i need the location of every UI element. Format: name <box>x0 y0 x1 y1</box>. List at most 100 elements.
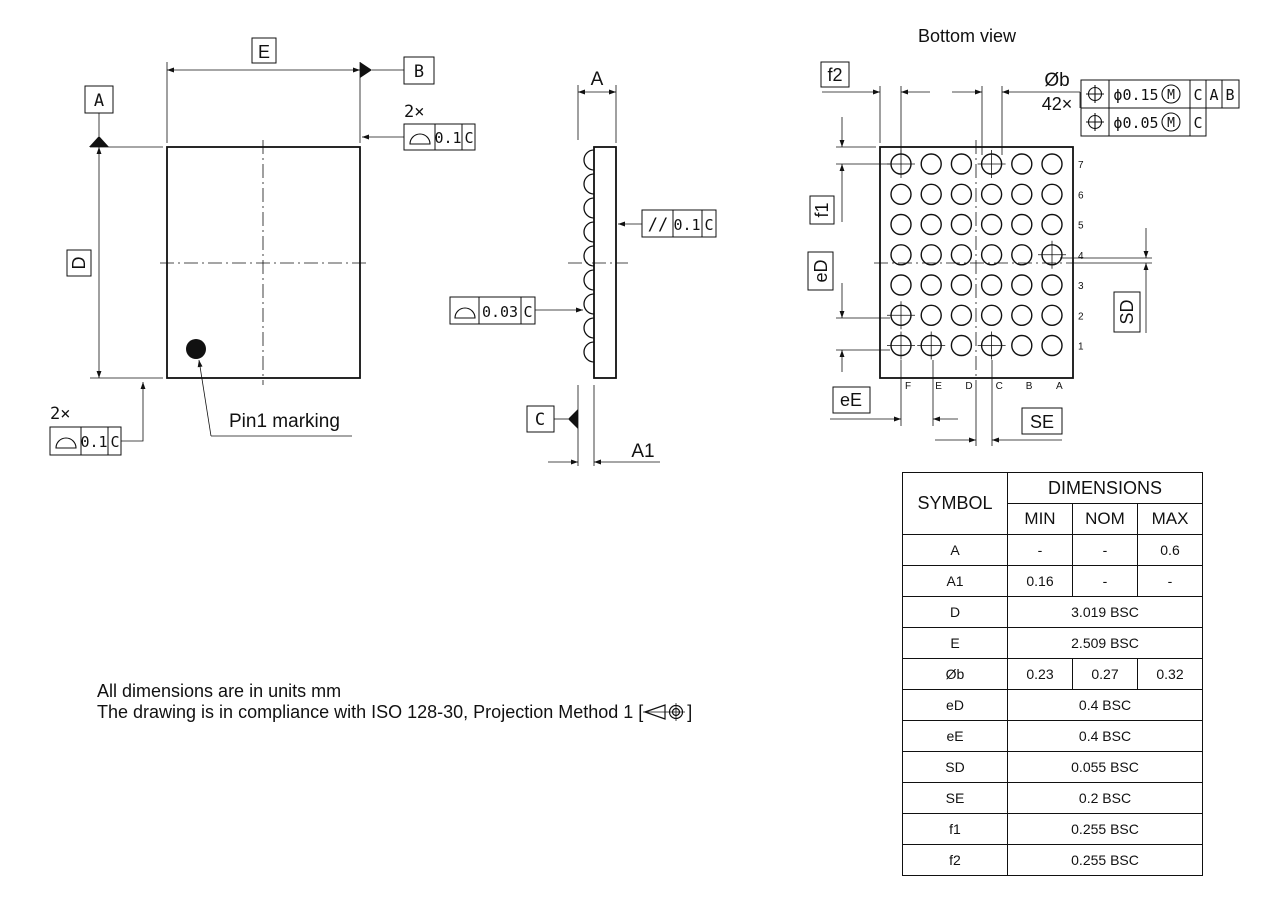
side-view <box>449 85 717 466</box>
column-label: D <box>965 381 972 392</box>
package-outline-bottom <box>879 146 1074 379</box>
solder-ball <box>950 274 973 296</box>
note-iso: The drawing is in compliance with ISO 12… <box>97 702 692 723</box>
symbol-cell: eE <box>902 720 1008 752</box>
symbol-cell: f1 <box>902 813 1008 845</box>
package-outline-top <box>166 146 361 379</box>
value-cell: 0.2 BSC <box>1007 782 1203 814</box>
value-cell: 2.509 BSC <box>1007 627 1203 659</box>
position-tolerance-1-ref-c: C <box>1193 86 1202 104</box>
solder-ball <box>920 244 942 266</box>
pin1-label: Pin1 marking <box>229 411 340 432</box>
row-label: 2 <box>1078 311 1084 322</box>
solder-ball <box>1011 304 1033 326</box>
solder-ball <box>980 183 1003 206</box>
solder-ball <box>950 183 973 206</box>
solder-ball <box>1011 183 1033 206</box>
solder-ball <box>1011 274 1033 296</box>
dim-label-f2: f2 <box>827 65 842 85</box>
projection-symbol-icon <box>643 703 686 721</box>
parallelism-value: 0.1 <box>673 216 700 234</box>
dim-label-SE: SE <box>1030 412 1054 432</box>
solder-ball <box>920 304 942 326</box>
symbol-cell: eD <box>902 689 1008 721</box>
max-header: MAX <box>1137 503 1203 535</box>
min-cell: - <box>1007 534 1073 566</box>
value-cell: 0.4 BSC <box>1007 689 1203 721</box>
solder-ball <box>980 274 1003 296</box>
solder-ball <box>890 213 912 236</box>
solder-ball <box>980 213 1003 236</box>
position-tolerance-1-ref-a: A <box>1209 86 1218 104</box>
solder-ball <box>1041 183 1063 206</box>
row-label: 7 <box>1078 160 1084 171</box>
coplanarity-ref: C <box>523 303 532 321</box>
column-label: F <box>905 381 911 392</box>
nom-cell: 0.27 <box>1072 658 1138 690</box>
datum-triangle-C <box>568 409 578 429</box>
count-2x-right: 2× <box>404 102 424 122</box>
min-cell: 0.23 <box>1007 658 1073 690</box>
coplanarity-value: 0.03 <box>482 303 518 321</box>
parallelism-ref: C <box>704 216 713 234</box>
dim-label-A1: A1 <box>631 441 654 462</box>
dim-label-E: E <box>258 42 270 62</box>
solder-ball <box>1041 334 1063 357</box>
dim-label-eD: eD <box>811 259 831 282</box>
column-label: B <box>1026 381 1033 392</box>
symbol-header: SYMBOL <box>902 472 1008 535</box>
solder-ball <box>1041 304 1063 326</box>
pin1-marker <box>186 339 206 359</box>
nom-header: NOM <box>1072 503 1138 535</box>
bottom-view-title: Bottom view <box>918 26 1017 46</box>
solder-ball <box>890 274 912 296</box>
symbol-cell: A1 <box>902 565 1008 597</box>
solder-ball <box>1011 244 1033 266</box>
solder-ball <box>950 334 973 357</box>
note-iso-text: The drawing is in compliance with ISO 12… <box>97 702 644 722</box>
solder-ball <box>1041 153 1063 175</box>
max-cell: - <box>1137 565 1203 597</box>
flatness-ref-right: C <box>464 129 473 147</box>
ball-count-label: 42× <box>1042 94 1073 114</box>
solder-ball <box>1011 153 1033 175</box>
symbol-cell: f2 <box>902 844 1008 876</box>
solder-ball <box>920 274 942 296</box>
solder-ball <box>920 153 942 175</box>
row-label: 6 <box>1078 190 1084 201</box>
dim-label-A: A <box>591 69 604 90</box>
top-view <box>49 56 476 456</box>
row-label: 3 <box>1078 281 1084 292</box>
symbol-cell: Øb <box>902 658 1008 690</box>
max-cell: 0.6 <box>1137 534 1203 566</box>
max-cell: 0.32 <box>1137 658 1203 690</box>
min-header: MIN <box>1007 503 1073 535</box>
note-iso-close: ] <box>687 702 693 722</box>
solder-ball <box>980 304 1003 326</box>
row-label: 5 <box>1078 221 1084 232</box>
dim-label-D: D <box>69 257 89 270</box>
solder-ball <box>1011 334 1033 357</box>
position-tolerance-2-modifier: M <box>1167 116 1175 131</box>
datum-triangle-A <box>89 136 109 147</box>
table-row: A--0.6 <box>902 534 1203 566</box>
value-cell: 0.255 BSC <box>1007 844 1203 876</box>
value-cell: 0.4 BSC <box>1007 720 1203 752</box>
solder-ball <box>890 183 912 206</box>
symbol-cell: SD <box>902 751 1008 783</box>
value-cell: 3.019 BSC <box>1007 596 1203 628</box>
dimensions-header: DIMENSIONS <box>1007 472 1203 504</box>
min-cell: 0.16 <box>1007 565 1073 597</box>
solder-ball <box>890 244 912 266</box>
side-view-labels: A A1 C // 0.1 C 0.03 C <box>482 69 714 462</box>
side-balls <box>583 149 595 363</box>
